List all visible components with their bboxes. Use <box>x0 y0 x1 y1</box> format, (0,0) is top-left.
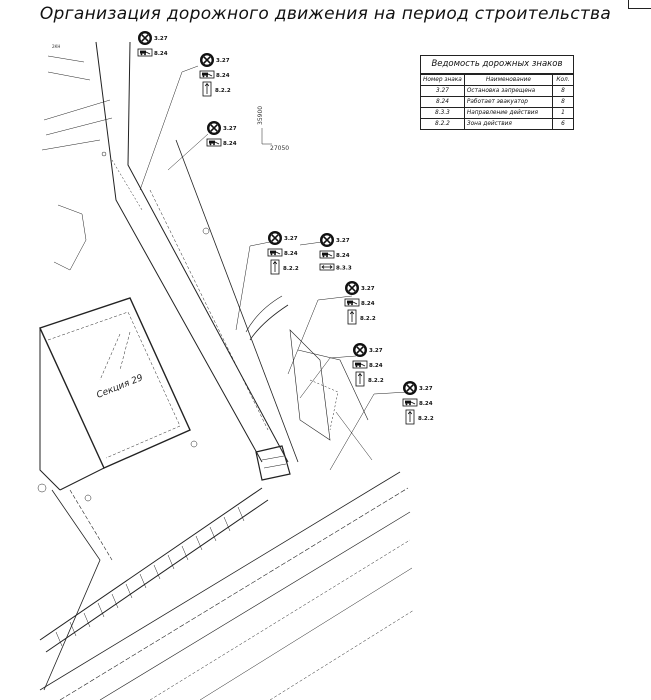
sign-code-label: 8.24 <box>336 253 350 259</box>
traffic-sign-groups: 3.27 8.24 3.27 8.24 8.2.2 3.27 8.24 3.27 8.24 8.2… <box>137 31 434 425</box>
sign-code-label: 3.27 <box>284 236 298 242</box>
sign-code-label: 8.24 <box>361 301 375 307</box>
no-stopping-sign-icon <box>200 53 214 67</box>
tow-truck-plate-icon <box>352 360 368 369</box>
no-stopping-sign-icon <box>207 121 221 135</box>
sign-code-label: 8.24 <box>284 251 298 257</box>
ramp-curve <box>245 295 289 341</box>
tow-truck-plate-icon <box>402 398 418 407</box>
table-cell: 1 <box>552 107 573 119</box>
elevation-marker <box>261 128 272 145</box>
main-road <box>95 41 299 463</box>
sign-code-label: 3.27 <box>336 238 350 244</box>
table-row: 8.2.2 Зона действия 6 <box>421 118 573 129</box>
no-stopping-sign-icon <box>353 343 367 357</box>
zone-plate-icon <box>270 259 280 275</box>
retaining-wall <box>39 487 269 653</box>
sign-code-label: 8.2.2 <box>368 378 384 384</box>
no-stopping-sign-icon <box>320 233 334 247</box>
no-stopping-sign-icon <box>138 31 152 45</box>
tow-truck-plate-icon <box>267 248 283 257</box>
sign-group: 3.27 8.24 8.2.2 <box>352 343 384 387</box>
tow-truck-plate-icon <box>344 298 360 307</box>
sign-code-label: 8.24 <box>154 51 168 57</box>
tow-truck-plate-icon <box>137 48 153 57</box>
sign-code-label: 3.27 <box>154 36 168 42</box>
sign-code-label: 8.24 <box>216 73 230 79</box>
sign-code-label: 8.3.3 <box>336 266 352 272</box>
building-section-29 <box>39 297 191 491</box>
tow-truck-plate-icon <box>319 250 335 259</box>
sign-code-label: 3.27 <box>216 58 230 64</box>
sign-code-label: 8.24 <box>369 363 383 369</box>
table-row: 8.3.3 Направление действия 1 <box>421 107 573 119</box>
tow-truck-plate-icon <box>206 138 222 147</box>
zone-plate-icon <box>202 81 212 97</box>
signs-table: Ведомость дорожных знаков Номер знака На… <box>420 55 574 130</box>
sign-code-label: 3.27 <box>419 386 433 392</box>
sign-code-label: 8.24 <box>223 141 237 147</box>
sign-group: 3.27 8.24 8.2.2 <box>402 381 434 425</box>
frame-corner <box>628 0 651 9</box>
sign-code-label: 3.27 <box>223 126 237 132</box>
sign-code-label: 8.24 <box>419 401 433 407</box>
table-row: 8.24 Работает эвакуатор 8 <box>421 96 573 108</box>
no-stopping-sign-icon <box>268 231 282 245</box>
sign-group: 3.27 8.24 <box>206 121 237 147</box>
topo-features <box>37 55 210 502</box>
drawing-title: Организация дорожного движения на период… <box>39 4 612 24</box>
table-cell: Зона действия <box>463 118 554 129</box>
zone-plate-icon <box>405 409 415 425</box>
sign-leaders <box>139 65 409 471</box>
zone-plate-icon <box>347 309 357 325</box>
elevation-label-1: 35900 <box>257 106 264 125</box>
boundary-line <box>43 489 113 691</box>
signs-table-title: Ведомость дорожных знаков <box>421 56 573 74</box>
sign-group: 3.27 8.24 8.2.2 <box>199 53 231 97</box>
table-cell: 8.2.2 <box>421 118 465 129</box>
map-label-top-left: 2КН <box>52 44 60 49</box>
sign-group: 3.27 8.24 8.2.2 <box>344 281 376 325</box>
sign-code-label: 3.27 <box>361 286 375 292</box>
table-cell: 8.3.3 <box>421 107 465 119</box>
direction-plate-icon <box>319 263 335 271</box>
sign-code-label: 8.2.2 <box>283 266 299 272</box>
section-label: Секция 29 <box>95 373 144 401</box>
elevation-label-2: 27050 <box>270 145 289 152</box>
zone-plate-icon <box>355 371 365 387</box>
tow-truck-plate-icon <box>199 70 215 79</box>
signs-table-grid: Номер знака Наименование Кол. 3.27 Остан… <box>421 74 573 129</box>
right-structures <box>255 329 373 481</box>
table-cell: Направление действия <box>463 107 554 119</box>
street-lines <box>39 471 415 700</box>
no-stopping-sign-icon <box>345 281 359 295</box>
table-cell: 6 <box>552 118 573 129</box>
sign-group: 3.27 8.24 8.3.3 <box>319 233 352 272</box>
sign-code-label: 8.2.2 <box>360 316 376 322</box>
sign-code-label: 3.27 <box>369 348 383 354</box>
sign-group: 3.27 8.24 <box>137 31 168 57</box>
sign-code-label: 8.2.2 <box>215 88 231 94</box>
sign-group: 3.27 8.24 8.2.2 <box>267 231 299 275</box>
no-stopping-sign-icon <box>403 381 417 395</box>
sign-code-label: 8.2.2 <box>418 416 434 422</box>
